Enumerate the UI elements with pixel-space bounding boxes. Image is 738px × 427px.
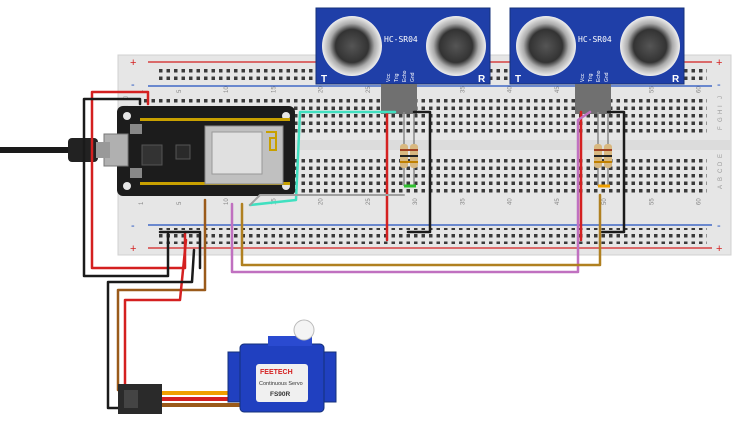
resistor-pair-1 — [400, 112, 418, 188]
row-letter: G — [718, 117, 724, 122]
column-number-top: 60 — [697, 86, 703, 93]
sensor-2-pin-gnd: Gnd — [604, 72, 610, 82]
column-number-bottom: 45 — [555, 198, 561, 205]
column-number-top: 25 — [366, 86, 372, 93]
sensor-1-label-r: R — [478, 74, 486, 85]
ultrasonic-sensor-2 — [509, 7, 685, 114]
column-number-top: 55 — [649, 86, 655, 93]
row-letter: B — [718, 177, 724, 181]
column-number-top: 20 — [319, 86, 325, 93]
servo-subtitle: Continuous Servo — [259, 381, 303, 387]
sensor-2-pin-trig: Trig — [588, 73, 594, 82]
column-number-bottom: 40 — [508, 198, 514, 205]
nodemcu-board — [103, 106, 295, 196]
rail-minus-top-right: - — [717, 79, 721, 91]
column-number-top: 45 — [555, 86, 561, 93]
column-number-top: 15 — [271, 86, 277, 93]
ultrasonic-sensor-1 — [315, 7, 491, 114]
column-number-bottom: 10 — [224, 198, 230, 205]
sensor-2-label-t: T — [515, 74, 521, 85]
sensor-2-pin-echo: Echo — [596, 70, 602, 82]
sensor-1-pin-gnd: Gnd — [410, 72, 416, 82]
sensor-1-pin-trig: Trig — [394, 73, 400, 82]
rail-plus-top-left: + — [130, 57, 136, 69]
column-number-top: 10 — [224, 86, 230, 93]
column-number-bottom: 30 — [413, 198, 419, 205]
servo-motor — [227, 319, 337, 413]
column-number-bottom: 50 — [602, 198, 608, 205]
column-number-bottom: 35 — [460, 198, 466, 205]
wires — [82, 90, 626, 410]
column-number-bottom: 60 — [697, 198, 703, 205]
column-number-bottom: 1 — [139, 201, 145, 205]
row-letter: F — [718, 126, 724, 130]
sensor-2-model: HC-SR04 — [578, 35, 612, 44]
column-number-bottom: 25 — [366, 198, 372, 205]
row-letter: C — [718, 168, 724, 173]
sensor-2-label-r: R — [672, 74, 680, 85]
row-letter: A — [718, 185, 724, 189]
rail-plus-top-right: + — [716, 57, 722, 69]
column-number-top: 35 — [460, 86, 466, 93]
usb-cable — [0, 138, 110, 162]
sensor-1-model: HC-SR04 — [384, 35, 418, 44]
sensor-1-label-t: T — [321, 74, 327, 85]
row-letter: J — [718, 96, 724, 99]
rail-plus-bottom-right: + — [716, 243, 722, 255]
column-number-bottom: 55 — [649, 198, 655, 205]
column-number-top: 5 — [177, 89, 183, 93]
row-letter: E — [718, 154, 724, 158]
servo-connector — [118, 384, 240, 414]
rail-minus-bottom-left: - — [131, 220, 135, 232]
column-number-bottom: 20 — [319, 198, 325, 205]
column-number-top: 40 — [508, 86, 514, 93]
rail-minus-top-left: - — [131, 79, 135, 91]
servo-model: FS90R — [270, 391, 291, 398]
row-letter: H — [718, 110, 724, 114]
resistor-pair-2 — [594, 112, 612, 188]
sensor-2-pin-vcc: Vcc — [580, 73, 586, 82]
rail-minus-bottom-right: - — [717, 220, 721, 232]
row-letter: J — [124, 96, 130, 99]
column-number-bottom: 5 — [177, 201, 183, 205]
row-letter: I — [718, 105, 724, 107]
sensor-1-pin-echo: Echo — [402, 70, 408, 82]
rail-plus-bottom-left: + — [130, 243, 136, 255]
servo-brand: FEETECH — [260, 369, 293, 376]
sensor-1-pin-vcc: Vcc — [386, 73, 392, 82]
row-letter: D — [718, 161, 724, 166]
